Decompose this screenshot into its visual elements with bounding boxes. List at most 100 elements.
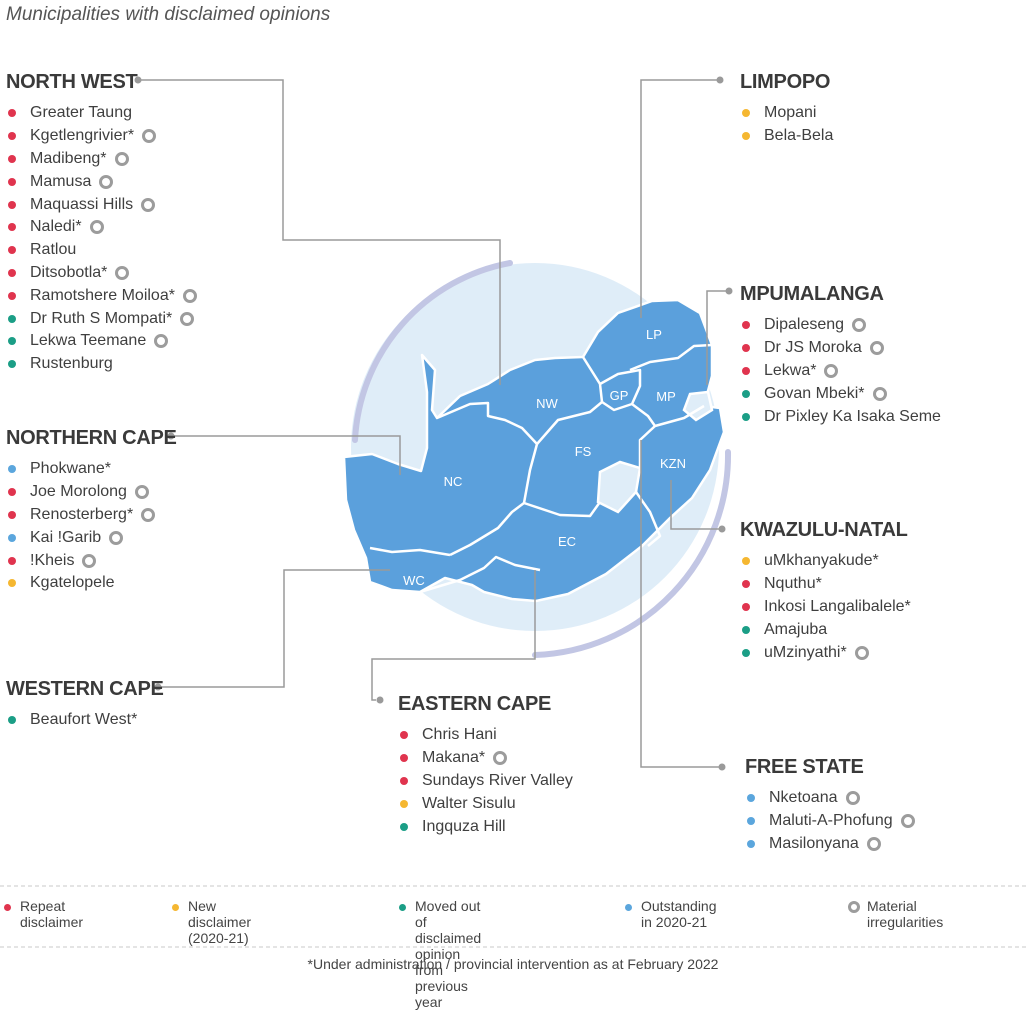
municipality-item: Maluti-A-Phofung xyxy=(745,810,915,833)
municipality-item: Mamusa xyxy=(6,170,197,193)
municipality-item: Dr Pixley Ka Isaka Seme xyxy=(740,405,941,428)
municipality-item: Kai !Garib xyxy=(6,526,177,549)
municipality-item: Dipaleseng xyxy=(740,314,941,337)
municipality-item: Ratlou xyxy=(6,239,197,262)
municipality-item: Madibeng* xyxy=(6,148,197,171)
municipality-item: Dr JS Moroka xyxy=(740,337,941,360)
map-label-wc: WC xyxy=(403,573,425,588)
municipality-item: Renosterberg* xyxy=(6,504,177,527)
municipality-name: Mopani xyxy=(764,104,817,122)
repeat-status-dot-icon xyxy=(742,344,750,353)
moved-status-dot-icon xyxy=(742,648,750,657)
outstanding-status-dot-icon xyxy=(747,794,755,803)
repeat-status-dot-icon xyxy=(8,556,16,565)
outstanding-status-dot-icon xyxy=(747,817,755,826)
municipality-name: Joe Morolong xyxy=(30,483,127,501)
repeat-status-dot-icon xyxy=(8,291,16,300)
municipality-name: Chris Hani xyxy=(422,726,497,744)
municipality-name: Dipaleseng xyxy=(764,316,845,334)
map-label-kzn: KZN xyxy=(660,456,686,471)
new-status-dot-icon xyxy=(742,557,750,566)
legend-label: New disclaimer (2020-21) xyxy=(188,898,252,946)
municipality-name: Maquassi Hills xyxy=(30,195,134,213)
municipality-name: Nquthu* xyxy=(764,575,822,593)
municipality-item: Bela-Bela xyxy=(740,125,833,148)
legend-item-new: New disclaimer (2020-21) xyxy=(172,898,251,946)
municipality-item: Ingquza Hill xyxy=(398,815,573,838)
leader-kwazulu-natal xyxy=(670,480,722,530)
legend-item-repeat: Repeat disclaimer xyxy=(4,898,83,930)
municipality-list: Beaufort West* xyxy=(6,709,164,732)
municipality-name: Renosterberg* xyxy=(30,505,134,523)
leader-northern-cape xyxy=(171,435,401,475)
municipality-item: Mopani xyxy=(740,102,833,125)
municipality-item: Greater Taung xyxy=(6,102,197,125)
leader-dot-kwazulu-natal xyxy=(718,525,726,533)
material-irregularity-ring-icon xyxy=(852,318,867,333)
municipality-name: Dr Pixley Ka Isaka Seme xyxy=(764,407,941,425)
municipality-name: Inkosi Langalibalele* xyxy=(764,597,911,615)
municipality-item: Lekwa Teemane xyxy=(6,330,197,353)
border-nw-gp-fs xyxy=(536,356,604,445)
province-western-cape: WESTERN CAPE Beaufort West* xyxy=(6,677,164,732)
legend-item-moved: Moved out of disclaimed opinion from pre… xyxy=(399,898,481,1010)
province-title: LIMPOPO xyxy=(740,71,831,93)
map-label-ec: EC xyxy=(558,534,576,549)
municipality-name: Maluti-A-Phofung xyxy=(769,812,893,830)
municipality-item: Walter Sisulu xyxy=(398,792,573,815)
material-irregularity-ring-icon xyxy=(141,197,156,212)
repeat-status-dot-icon xyxy=(8,246,16,255)
outstanding-status-dot-icon xyxy=(8,533,16,542)
municipality-item: Makana* xyxy=(398,747,573,770)
repeat-status-dot-icon xyxy=(8,132,16,141)
border-gp xyxy=(599,368,642,412)
municipality-list: uMkhanyakude*Nquthu*Inkosi Langalibalele… xyxy=(740,550,911,664)
municipality-name: Lekwa* xyxy=(764,361,817,379)
moved-out-dot-icon xyxy=(399,904,406,911)
material-irregularity-ring-icon xyxy=(89,220,104,235)
map-label-nw: NW xyxy=(536,396,558,411)
material-irregularity-ring-icon xyxy=(142,129,157,144)
municipality-name: Ditsobotla* xyxy=(30,263,108,281)
municipality-name: Masilonyana xyxy=(769,834,859,852)
municipality-name: Ratlou xyxy=(30,241,77,259)
province-abbreviations: LP NW GP MP FS KZN NC EC WC xyxy=(403,327,686,588)
leader-free-state xyxy=(640,440,722,768)
moved-status-dot-icon xyxy=(742,625,750,634)
map-label-lp: LP xyxy=(646,327,662,342)
leader-limpopo xyxy=(640,79,720,318)
municipality-name: !Kheis xyxy=(30,551,75,569)
material-irregularity-ring-icon xyxy=(182,288,197,303)
municipality-name: Madibeng* xyxy=(30,149,107,167)
legend-label: Material irregularities xyxy=(867,898,944,930)
new-status-dot-icon xyxy=(742,132,750,141)
province-kwazulu-natal: KWAZULU-NATAL uMkhanyakude*Nquthu*Inkosi… xyxy=(740,518,911,664)
municipality-item: Masilonyana xyxy=(745,833,915,856)
map-label-nc: NC xyxy=(444,474,463,489)
municipality-item: Lekwa* xyxy=(740,360,941,383)
municipality-name: Bela-Bela xyxy=(764,127,834,145)
leader-north-west xyxy=(138,79,501,385)
municipality-name: Makana* xyxy=(422,749,486,767)
municipality-item: Phokwane* xyxy=(6,458,177,481)
outstanding-status-dot-icon xyxy=(747,839,755,848)
map-label-mp: MP xyxy=(656,389,676,404)
moved-status-dot-icon xyxy=(400,822,408,831)
repeat-status-dot-icon xyxy=(742,602,750,611)
new-status-dot-icon xyxy=(400,799,408,808)
province-title: FREE STATE xyxy=(745,756,864,778)
municipality-item: Sundays River Valley xyxy=(398,770,573,793)
province-title: MPUMALANGA xyxy=(740,283,884,305)
leader-lines xyxy=(138,79,729,768)
municipality-item: Naledi* xyxy=(6,216,197,239)
leader-mpumalanga xyxy=(706,290,729,385)
repeat-status-dot-icon xyxy=(400,776,408,785)
province-title: NORTHERN CAPE xyxy=(6,427,177,449)
municipality-name: Greater Taung xyxy=(30,104,132,122)
municipality-item: Amajuba xyxy=(740,618,911,641)
